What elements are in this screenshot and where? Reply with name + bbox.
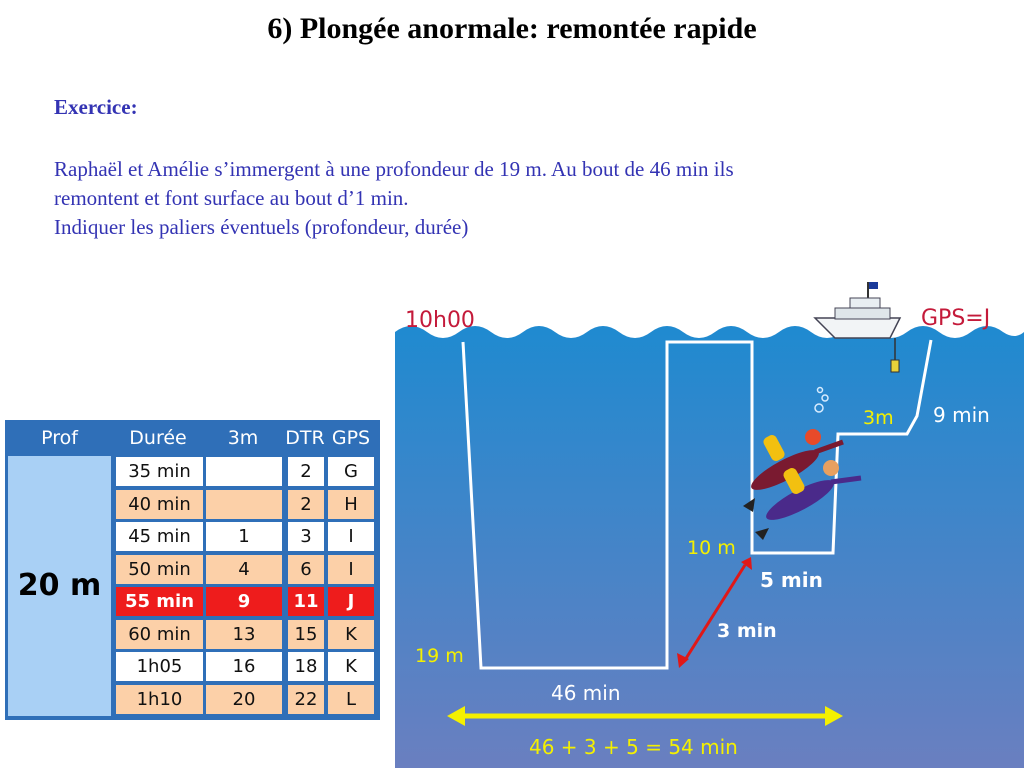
dive-profile-diagram: 10h00 GPS=J 19 m 10 m 3m 46 min 5 min 9 …	[395, 270, 1024, 768]
header-3m: 3m	[227, 427, 259, 449]
exercise-line: Raphaël et Amélie s’immergent à une prof…	[54, 157, 734, 181]
stop-3-time-label: 9 min	[933, 403, 990, 427]
divers-icon	[743, 386, 862, 540]
cell-duree: 35 min	[116, 457, 203, 486]
cell-gps: I	[328, 554, 374, 584]
ascent-time-label: 3 min	[717, 620, 777, 642]
cell-3m: 9	[206, 587, 282, 616]
total-time-label: 46 + 3 + 5 = 54 min	[529, 735, 738, 759]
cell-dtr: 18	[288, 652, 324, 681]
prof-cell: 20 m	[8, 456, 111, 716]
exercise-line: remontent et font surface au bout d’1 mi…	[54, 186, 409, 210]
ascent-arrow	[677, 557, 752, 668]
header-prof: Prof	[41, 427, 78, 449]
header-gps: GPS	[331, 427, 371, 449]
cell-duree: 40 min	[116, 489, 203, 519]
cell-duree: 1h05	[116, 652, 203, 681]
cell-dtr: 6	[288, 554, 324, 584]
cell-3m	[206, 489, 282, 519]
depth-3-label: 3m	[863, 407, 894, 429]
cell-gps: H	[328, 489, 374, 519]
cell-3m: 4	[206, 554, 282, 584]
depth-10-label: 10 m	[687, 537, 736, 559]
depth-19-label: 19 m	[415, 645, 464, 667]
cell-3m: 16	[206, 652, 282, 681]
cell-gps: L	[328, 684, 374, 714]
cell-dtr: 15	[288, 619, 324, 649]
sea	[395, 326, 1024, 768]
cell-dtr: 2	[288, 489, 324, 519]
dive-profile-svg: 10h00 GPS=J 19 m 10 m 3m 46 min 5 min 9 …	[395, 270, 1024, 768]
start-time-label: 10h00	[405, 308, 475, 333]
exercise-heading: Exercice:	[54, 95, 138, 119]
exercise-line: Indiquer les paliers éventuels (profonde…	[54, 215, 469, 239]
gps-label: GPS=J	[921, 306, 990, 331]
cell-dtr: 2	[288, 457, 324, 486]
exercise-text: Raphaël et Amélie s’immergent à une prof…	[54, 155, 954, 242]
boat-icon	[813, 282, 902, 373]
cell-duree: 1h10	[116, 684, 203, 714]
cell-duree: 55 min	[116, 587, 203, 616]
cell-dtr: 11	[288, 587, 324, 616]
stop-10-time-label: 5 min	[760, 568, 823, 592]
cell-gps: I	[328, 522, 374, 551]
total-time-arrow	[447, 706, 843, 726]
cell-3m	[206, 457, 282, 486]
bottom-time-label: 46 min	[551, 681, 621, 705]
cell-gps: K	[328, 619, 374, 649]
cell-dtr: 3	[288, 522, 324, 551]
header-duree: Durée	[129, 427, 187, 449]
cell-gps: J	[328, 587, 374, 616]
cell-gps: K	[328, 652, 374, 681]
slide-title: 6) Plongée anormale: remontée rapide	[267, 12, 757, 45]
prof-label: 20 m	[17, 568, 102, 603]
cell-duree: 45 min	[116, 522, 203, 551]
cell-3m: 13	[206, 619, 282, 649]
header-dtr: DTR	[285, 427, 325, 449]
cell-duree: 50 min	[116, 554, 203, 584]
cell-gps: G	[328, 457, 374, 486]
cell-3m: 1	[206, 522, 282, 551]
profile-line	[461, 339, 933, 670]
cell-dtr: 22	[288, 684, 324, 714]
cell-3m: 20	[206, 684, 282, 714]
cell-duree: 60 min	[116, 619, 203, 649]
